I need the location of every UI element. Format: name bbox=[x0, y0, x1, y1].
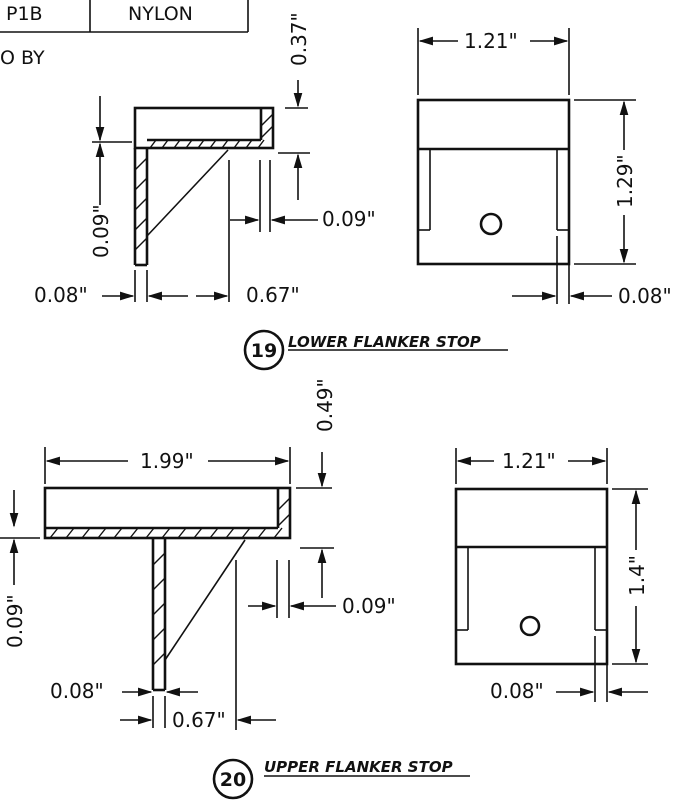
part-20-dim-wall: 0.09" bbox=[342, 594, 396, 618]
part-19-dim-left-wall: 0.09" bbox=[89, 204, 113, 258]
part-19-dim-wall: 0.09" bbox=[322, 207, 376, 231]
part-20-dim-width: 1.21" bbox=[502, 449, 556, 473]
part-19-side-view: 0.37" 0.09" 0.09" 0.08" 0.67" bbox=[34, 12, 376, 307]
part-20-dim-left-wall: 0.09" bbox=[3, 594, 27, 648]
part-19-title: LOWER FLANKER STOP bbox=[288, 333, 481, 351]
part-20-number: 20 bbox=[220, 769, 246, 791]
part-19-dim-length: 0.67" bbox=[246, 283, 300, 307]
part-20-dim-length: 0.67" bbox=[172, 708, 226, 732]
part-19-hatching bbox=[134, 113, 274, 251]
part-19-hole bbox=[479, 212, 503, 236]
table-note-fragment: O BY bbox=[0, 47, 45, 69]
table-part-cell: P1B bbox=[6, 3, 43, 25]
table-material-cell: NYLON bbox=[128, 3, 193, 25]
part-19-dim-wall: 0.08" bbox=[618, 284, 672, 308]
part-19-dim-width: 1.21" bbox=[464, 29, 518, 53]
part-20-dim-top-width: 1.99" bbox=[140, 449, 194, 473]
part-20-hatching bbox=[49, 497, 291, 666]
part-20-number-circle bbox=[212, 758, 254, 800]
part-19-front-view: 1.21" 1.29" 0.08" bbox=[416, 28, 672, 308]
part-20-front-view: 1.21" 1.4" 0.08" bbox=[454, 448, 649, 703]
title-table: P1B NYLON O BY bbox=[0, 0, 249, 69]
part-19-caption: 19 LOWER FLANKER STOP bbox=[243, 329, 508, 371]
part-20-caption: 20 UPPER FLANKER STOP bbox=[212, 758, 470, 800]
part-20-title: UPPER FLANKER STOP bbox=[264, 758, 453, 776]
part-19-dim-top-height: 0.37" bbox=[287, 12, 311, 66]
part-20-dim-wall: 0.08" bbox=[490, 679, 544, 703]
part-20-dim-thickness: 0.08" bbox=[50, 679, 104, 703]
part-19-dim-height: 1.29" bbox=[613, 154, 637, 208]
part-20-hole bbox=[519, 615, 541, 637]
part-20-dim-height: 1.4" bbox=[625, 555, 649, 596]
part-19-number: 19 bbox=[251, 340, 277, 362]
part-19-dim-thickness: 0.08" bbox=[34, 283, 88, 307]
part-19-number-circle bbox=[243, 329, 285, 371]
part-20-dim-top-height: 0.49" bbox=[313, 378, 337, 432]
part-20-side-view: 1.99" 0.49" 0.09" 0.09" 0.08" 0.67" bbox=[0, 378, 396, 732]
